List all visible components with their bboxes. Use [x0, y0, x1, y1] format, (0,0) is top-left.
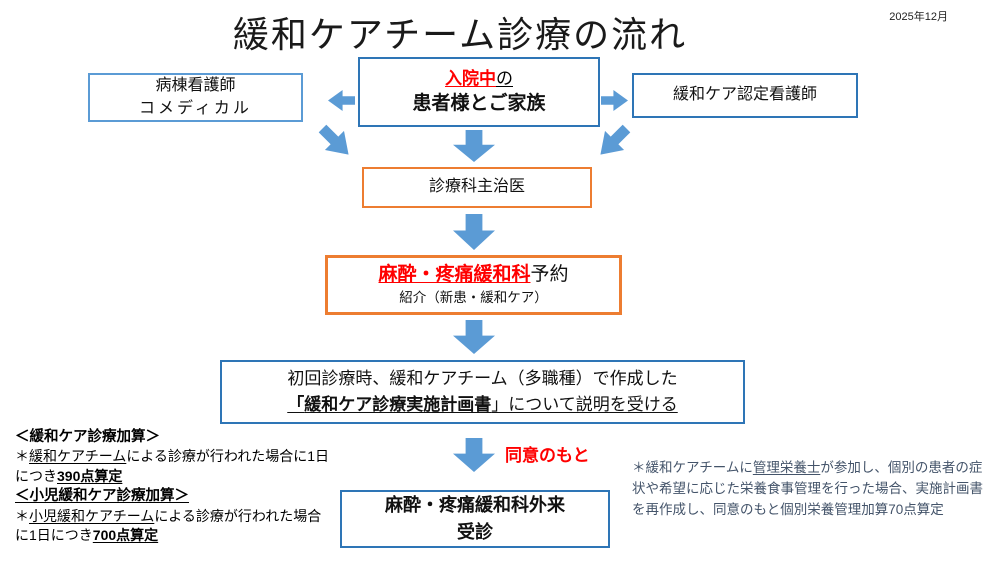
node-care-plan-explanation: 初回診療時、緩和ケアチーム（多職種）で作成した 「緩和ケア診療実施計画書」につい…: [220, 360, 745, 424]
fee-note2-team: 小児緩和ケアチーム: [29, 507, 155, 524]
node-certified-nurse: 緩和ケア認定看護師: [632, 73, 858, 118]
flow-arrow-ward-to-attending: [313, 119, 358, 164]
fee-note1-points: 390点算定: [57, 467, 123, 484]
flow-arrow-attending-to-reservation: [453, 214, 495, 250]
fee-note2-star: ＊: [15, 507, 29, 524]
fee-notes: ＜緩和ケア診療加算＞ ＊緩和ケアチームによる診療が行われた場合に1日につき390…: [15, 427, 331, 546]
attending-doctor-label: 診療科主治医: [428, 178, 525, 196]
fee-note2-points: 700点算定: [92, 527, 159, 544]
flow-arrow-plan-to-outpatient: [453, 438, 495, 472]
care-plan-bracket-open: 「: [287, 395, 305, 414]
nutrition-note-dietitian: 管理栄養士: [752, 460, 821, 475]
consent-label: 同意のもと: [505, 446, 590, 465]
fee-note1-star: ＊: [15, 448, 29, 465]
node-patient-family: 入院中の 患者様とご家族: [358, 57, 600, 127]
reservation-suffix: 予約: [530, 263, 569, 285]
certified-nurse-label: 緩和ケア認定看護師: [672, 86, 817, 104]
flow-arrow-reservation-to-plan: [453, 320, 495, 354]
fee-note1-body: による診療が行われた場合に1日につき: [15, 448, 329, 484]
patient-who: 患者様とご家族: [412, 92, 546, 114]
care-plan-document: 緩和ケア診療実施計画書: [304, 395, 492, 414]
node-ward-nurse: 病棟看護師 コメディカル: [88, 73, 303, 122]
reservation-dept: 麻酔・疼痛緩和科: [378, 263, 531, 285]
fee-note-palliative: ＊緩和ケアチームによる診療が行われた場合に1日につき390点算定: [15, 447, 331, 486]
nutrition-note-pre: ＊緩和ケアチームに: [632, 460, 753, 475]
ward-nurse-line1: 病棟看護師: [155, 77, 236, 95]
reservation-subtitle: 紹介（新患・緩和ケア）: [399, 290, 548, 306]
outpatient-line1: 麻酔・疼痛緩和科外来: [385, 495, 565, 515]
nutrition-note-post: が参加し、個別の患者の症状や希望に応じた栄養食事管理を行った場合、実施計画書を再…: [632, 460, 983, 517]
node-outpatient-visit: 麻酔・疼痛緩和科外来 受診: [340, 490, 610, 548]
fee-note-heading-pediatric: ＜小児緩和ケア診療加算＞: [15, 488, 189, 505]
fee-note-pediatric: ＊小児緩和ケアチームによる診療が行われた場合に1日につき700点算定: [15, 507, 331, 546]
fee-note1-team: 緩和ケアチーム: [29, 448, 127, 465]
patient-particle: の: [496, 68, 513, 88]
patient-status-line: 入院中の: [445, 67, 513, 91]
care-plan-line1: 初回診療時、緩和ケアチーム（多職種）で作成した: [287, 368, 678, 388]
node-pain-clinic-reservation: 麻酔・疼痛緩和科予約 紹介（新患・緩和ケア）: [325, 255, 622, 315]
page-title: 緩和ケアチーム診療の流れ: [232, 14, 688, 55]
nutrition-note: ＊緩和ケアチームに管理栄養士が参加し、個別の患者の症状や希望に応じた栄養食事管理…: [632, 458, 988, 521]
care-plan-rest: 」について説明を受ける: [491, 395, 678, 414]
flow-arrow-to-certified-nurse: [601, 90, 628, 111]
node-attending-doctor: 診療科主治医: [362, 167, 592, 208]
care-plan-line2: 「緩和ケア診療実施計画書」について説明を受ける: [287, 392, 678, 418]
patient-status: 入院中: [445, 68, 496, 88]
fee-note-heading-palliative: ＜緩和ケア診療加算＞: [15, 429, 160, 445]
reservation-line1: 麻酔・疼痛緩和科予約: [378, 262, 568, 289]
flow-arrow-patient-to-attending: [453, 130, 495, 162]
fee-note2-body: による診療が行われた場合に1日につき: [15, 507, 322, 544]
flow-arrow-to-ward-nurse: [328, 90, 355, 111]
ward-nurse-line2: コメディカル: [139, 99, 252, 117]
slide-date: 2025年12月: [889, 11, 948, 23]
outpatient-line2: 受診: [457, 522, 493, 542]
